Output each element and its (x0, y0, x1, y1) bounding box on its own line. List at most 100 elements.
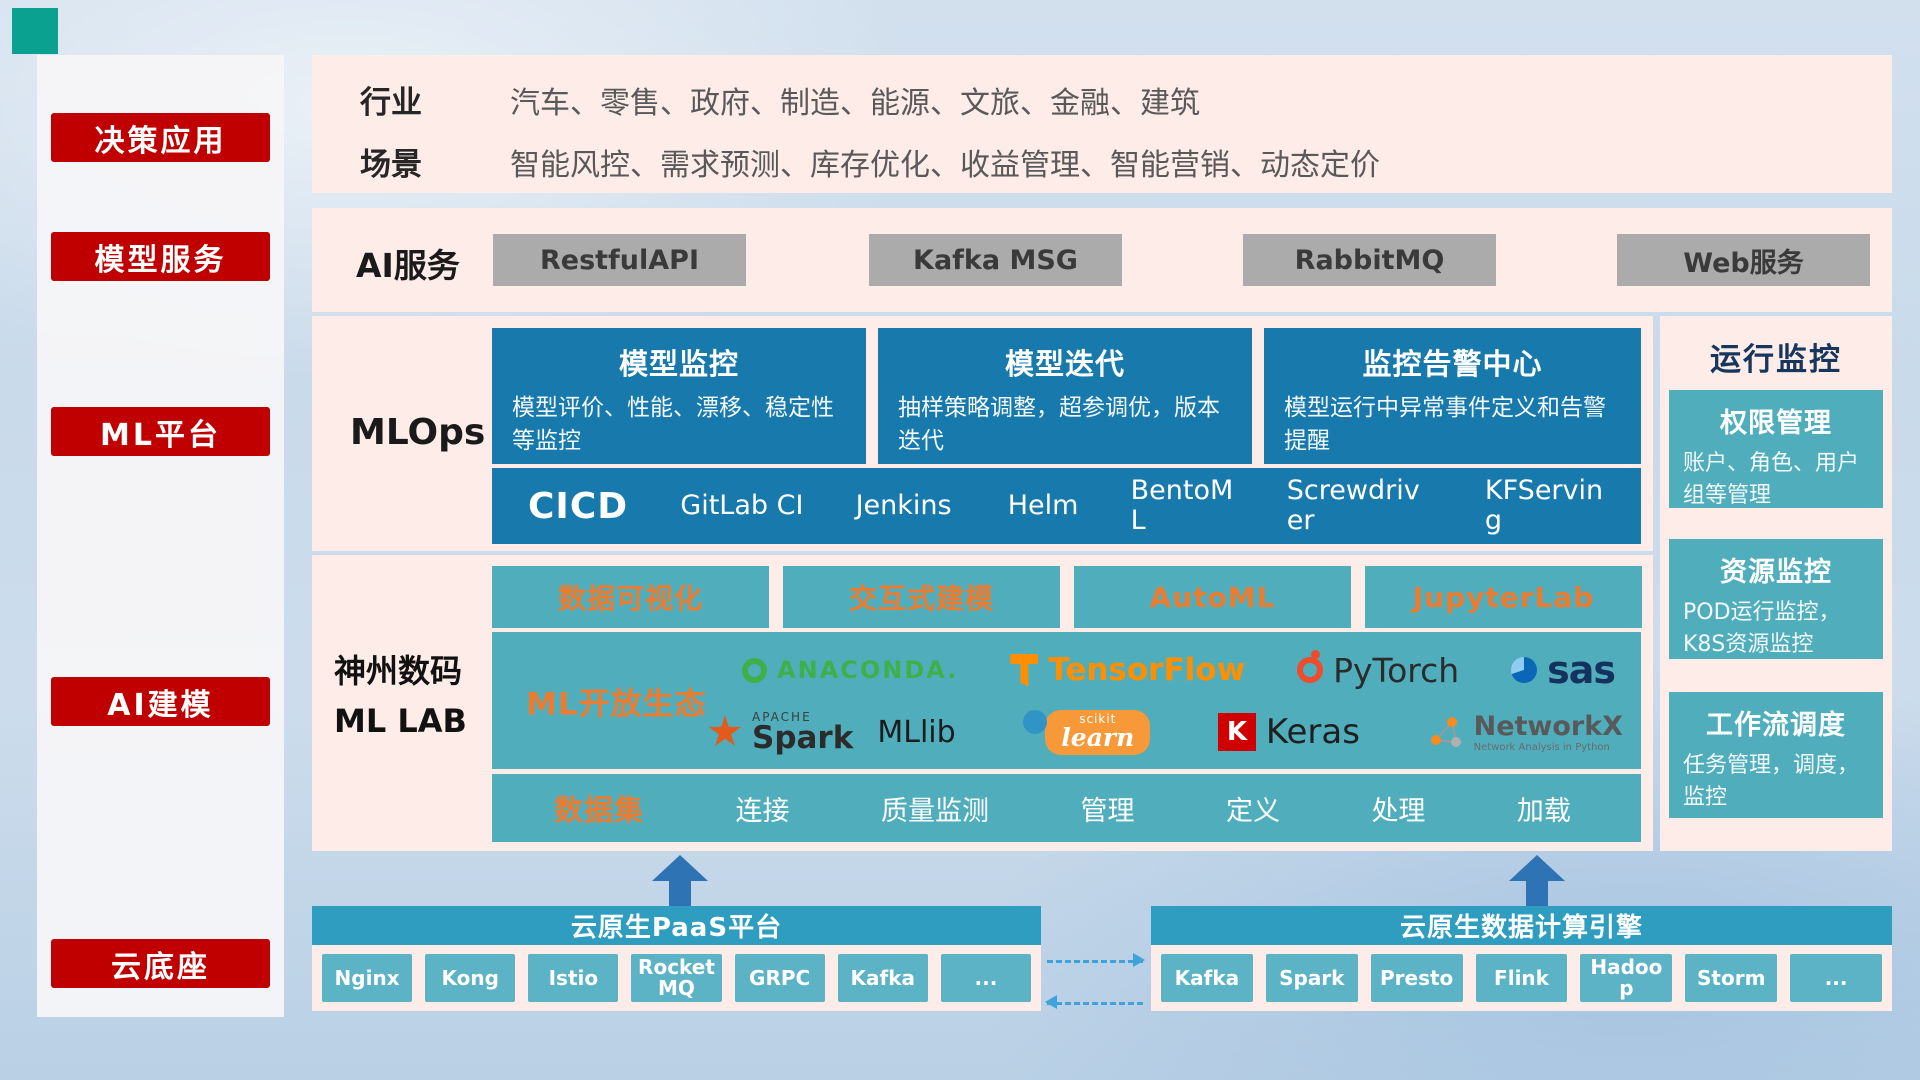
chip-more: ... (940, 954, 1031, 1002)
chip-flink: Flink (1475, 954, 1568, 1002)
learn-text: learn (1061, 722, 1135, 752)
dataset-item-process: 处理 (1371, 795, 1426, 827)
runtime-monitoring-panel: 运行监控 权限管理 账户、角色、用户组等管理 资源监控 POD运行监控，K8S资… (1660, 316, 1892, 851)
chip-more: ... (1790, 954, 1883, 1002)
engine-components: Kafka Spark Presto Flink Hadoop Storm ..… (1151, 945, 1892, 1011)
restfulapi-button: RestfulAPI (493, 234, 746, 286)
card-desc: 模型运行中异常事件定义和告警提醒 (1284, 395, 1606, 455)
chip-grpc: GRPC (734, 954, 825, 1002)
industry-label: 行业 (360, 85, 422, 121)
arrow-stem (669, 881, 691, 907)
rabbitmq-button: RabbitMQ (1243, 234, 1496, 286)
runtime-monitoring-title: 运行监控 (1710, 342, 1842, 378)
sas-icon (1511, 657, 1538, 683)
ai-service-label: AI服务 (356, 246, 460, 285)
scenario-label: 场景 (360, 147, 422, 183)
paas-components: Nginx Kong Istio RocketMQ GRPC Kafka ... (312, 945, 1041, 1011)
arrow-head (1509, 855, 1565, 881)
sidebar-item-decision-apps: 决策应用 (51, 113, 270, 162)
sas-logo: sas (1511, 648, 1616, 692)
ecosystem-row-1: ANACONDA. TensorFlow PyTorch sas (742, 642, 1616, 698)
networkx-icon (1428, 714, 1464, 750)
ai-service-panel: AI服务 RestfulAPI Kafka MSG RabbitMQ Web服务 (312, 208, 1892, 312)
chip-nginx: Nginx (322, 954, 413, 1002)
chip-kafka: Kafka (837, 954, 928, 1002)
model-iteration-card: 模型迭代 抽样策略调整，超参调优，版本迭代 (878, 328, 1252, 464)
arrow-stem (1526, 881, 1548, 907)
industry-panel: 行业 汽车、零售、政府、制造、能源、文旅、金融、建筑 场景 智能风控、需求预测、… (312, 55, 1892, 193)
pytorch-icon (1297, 650, 1324, 683)
alert-center-card: 监控告警中心 模型运行中异常事件定义和告警提醒 (1264, 328, 1641, 464)
card-title: 模型监控 (618, 347, 739, 381)
spark-name-text: Spark (752, 719, 854, 756)
card-desc: 账户、角色、用户组等管理 (1683, 451, 1860, 508)
anaconda-wordmark: ANACONDA. (777, 656, 959, 684)
scikit-learn-badge: scikit learn (1045, 709, 1151, 755)
industry-text: 汽车、零售、政府、制造、能源、文旅、金融、建筑 (510, 85, 1200, 121)
chip-rocketmq: RocketMQ (631, 954, 722, 1002)
spark-icon (708, 715, 742, 746)
spark-wordmark: APACHE Spark (752, 711, 853, 754)
cicd-item-kfserving: KFServing (1484, 475, 1604, 536)
cicd-item-bentoml: BentoML (1130, 475, 1234, 536)
cicd-item-helm: Helm (1007, 490, 1079, 522)
card-desc: POD运行监控，K8S资源监控 (1683, 600, 1841, 657)
engine-bar: 云原生数据计算引擎 (1151, 906, 1892, 945)
networkx-name: NetworkX (1473, 710, 1623, 742)
permission-management-card: 权限管理 账户、角色、用户组等管理 (1669, 390, 1883, 508)
spark-apache-text: APACHE (752, 709, 812, 724)
scikit-text: scikit (1079, 711, 1117, 726)
card-title: 工作流调度 (1706, 710, 1846, 741)
kafka-msg-button: Kafka MSG (869, 234, 1122, 286)
dataset-item-manage: 管理 (1080, 795, 1135, 827)
sas-wordmark: sas (1547, 648, 1616, 692)
dataset-label: 数据集 (554, 793, 645, 827)
jupyterlab-button: JupyterLab (1365, 566, 1642, 628)
card-title: 资源监控 (1720, 557, 1832, 588)
card-desc: 任务管理，调度，监控 (1683, 753, 1860, 810)
card-title: 监控告警中心 (1362, 347, 1543, 381)
dataset-item-quality: 质量监测 (880, 795, 989, 827)
paas-bar: 云原生PaaS平台 (312, 906, 1041, 945)
model-monitoring-card: 模型监控 模型评价、性能、漂移、稳定性等监控 (492, 328, 866, 464)
anaconda-icon (742, 657, 767, 683)
automl-button: AutoML (1074, 566, 1351, 628)
cicd-item-gitlab: GitLab CI (680, 490, 804, 522)
sidebar: 决策应用 模型服务 ML平台 AI建模 云底座 (37, 55, 284, 1017)
data-visualization-button: 数据可视化 (492, 566, 769, 628)
chip-storm: Storm (1685, 954, 1778, 1002)
sidebar-item-cloud-base: 云底座 (51, 939, 270, 988)
mllab-label-line1: 神州数码 (334, 652, 463, 690)
mlops-panel: MLOps 模型监控 模型评价、性能、漂移、稳定性等监控 模型迭代 抽样策略调整… (312, 316, 1653, 551)
mlops-label: MLOps (350, 412, 486, 453)
card-desc: 抽样策略调整，超参调优，版本迭代 (898, 395, 1220, 455)
keras-icon: K (1217, 713, 1256, 751)
spark-mllib-logo: APACHE Spark MLlib (708, 711, 956, 754)
scenario-text: 智能风控、需求预测、库存优化、收益管理、智能营销、动态定价 (510, 147, 1380, 183)
arrow-head-left (1045, 995, 1057, 1009)
mllab-panel: 神州数码 ML LAB 数据可视化 交互式建模 AutoML JupyterLa… (312, 555, 1653, 851)
interactive-modeling-button: 交互式建模 (783, 566, 1060, 628)
tensorflow-wordmark: TensorFlow (1048, 652, 1246, 688)
tensorflow-icon (1010, 653, 1039, 687)
cicd-bar: CICD GitLab CI Jenkins Helm BentoML Scre… (492, 468, 1641, 544)
scenario-row: 场景 智能风控、需求预测、库存优化、收益管理、智能营销、动态定价 (360, 139, 1872, 184)
paas-title: 云原生PaaS平台 (570, 913, 783, 943)
keras-wordmark: Keras (1265, 712, 1360, 752)
industry-row: 行业 汽车、零售、政府、制造、能源、文旅、金融、建筑 (360, 77, 1872, 122)
sidebar-item-ai-modeling: AI建模 (51, 677, 270, 726)
chip-kafka: Kafka (1161, 954, 1253, 1002)
ml-ecosystem-label: ML开放生态 (526, 686, 707, 722)
networkx-wordmark: NetworkX Network Analysis in Python (1474, 711, 1623, 754)
tensorflow-logo: TensorFlow (1010, 652, 1245, 688)
scikit-learn-icon (1023, 709, 1048, 734)
arrow-head (652, 855, 708, 881)
corner-decoration (12, 8, 58, 54)
cicd-item-jenkins: Jenkins (855, 490, 952, 522)
mllib-wordmark: MLlib (877, 714, 956, 750)
up-arrow-paas (652, 855, 708, 907)
sidebar-item-ml-platform: ML平台 (51, 407, 270, 456)
engine-title: 云原生数据计算引擎 (1399, 913, 1643, 943)
dataset-bar: 数据集 连接 质量监测 管理 定义 处理 加载 (492, 774, 1641, 842)
cicd-label: CICD (528, 485, 629, 527)
